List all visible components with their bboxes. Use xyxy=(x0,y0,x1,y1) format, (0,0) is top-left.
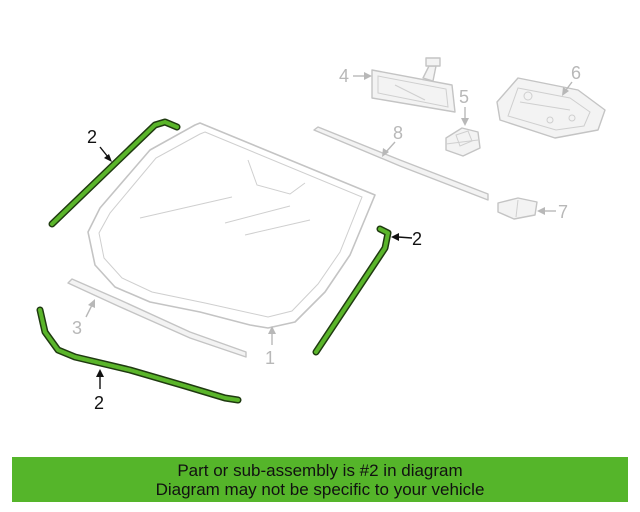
right-molding-part[interactable] xyxy=(312,225,392,356)
sensor-bracket-part xyxy=(445,127,481,157)
overhead-console-part xyxy=(496,77,606,139)
callout-label-8: 8 xyxy=(393,123,403,143)
callout-label-2-right: 2 xyxy=(412,229,422,249)
callout-label-1: 1 xyxy=(265,348,275,368)
callout-label-5: 5 xyxy=(459,87,469,107)
callout-label-4: 4 xyxy=(339,66,349,86)
banner-line-disclaimer: Diagram may not be specific to your vehi… xyxy=(155,479,485,499)
small-cover-part xyxy=(497,197,538,220)
windshield-part xyxy=(87,122,376,329)
lower-molding-part[interactable] xyxy=(36,306,242,404)
rearview-mirror-part xyxy=(371,57,456,113)
callout-label-3: 3 xyxy=(72,318,82,338)
banner-line-part-number: Part or sub-assembly is #2 in diagram xyxy=(177,460,463,480)
callout-label-6: 6 xyxy=(571,63,581,83)
parts-diagram: 2 2 2 1 3 4 5 6 7 8 xyxy=(36,57,606,413)
callout-label-2-bottom: 2 xyxy=(94,393,104,413)
lower-strip-part xyxy=(67,278,247,358)
callout-label-7: 7 xyxy=(558,202,568,222)
callout-label-2-top: 2 xyxy=(87,127,97,147)
info-banner: Part or sub-assembly is #2 in diagram Di… xyxy=(12,457,628,502)
top-left-molding-part[interactable] xyxy=(48,118,181,228)
upper-strip-part xyxy=(313,126,489,201)
